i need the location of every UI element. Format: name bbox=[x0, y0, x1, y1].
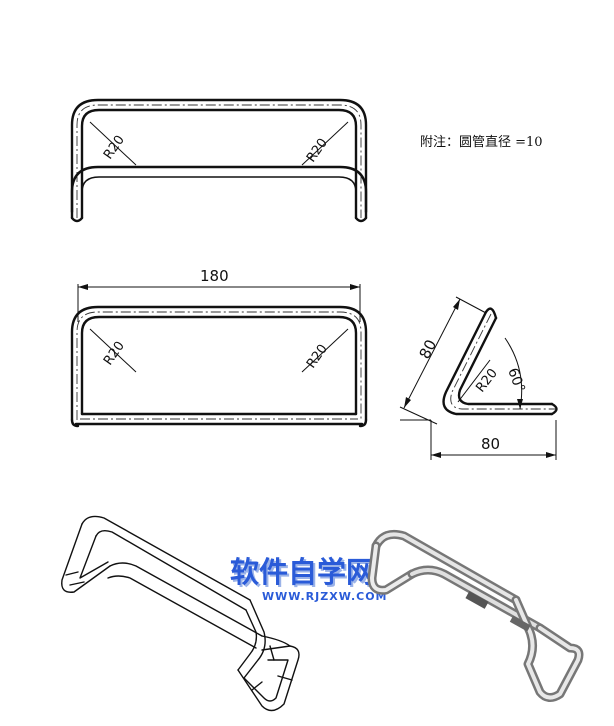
top-view-radius-right: R20 bbox=[304, 136, 331, 166]
side-view-radius: R20 bbox=[473, 366, 501, 395]
top-view: R20 R20 bbox=[70, 98, 368, 223]
watermark-title: 软件自学网 bbox=[230, 555, 375, 589]
top-view-inner-tube bbox=[80, 108, 358, 220]
side-view: 80 80 60° R20 bbox=[399, 296, 558, 460]
front-view-inner-tube bbox=[80, 315, 358, 416]
watermark: 软件自学网 软件自学网 WWW.RJZXW.COM bbox=[230, 555, 388, 603]
front-view: 180 R20 R20 bbox=[70, 267, 368, 428]
front-view-outer-tube bbox=[70, 305, 368, 422]
watermark-title-shadow: 软件自学网 bbox=[232, 557, 377, 591]
rendered-3d-model bbox=[367, 529, 584, 702]
side-view-angle-dim: 60° bbox=[504, 366, 528, 395]
side-view-length-dim: 80 bbox=[416, 337, 441, 362]
top-view-front-rail bbox=[70, 165, 368, 214]
isometric-line-drawing bbox=[61, 515, 300, 712]
top-view-radius-left: R20 bbox=[101, 133, 128, 163]
note-text: 附注：圆管直径 =10 bbox=[420, 135, 543, 150]
watermark-url: WWW.RJZXW.COM bbox=[262, 590, 388, 603]
side-view-tube-inner bbox=[457, 316, 554, 406]
side-view-tube-outer bbox=[442, 310, 554, 416]
front-view-width-dim: 180 bbox=[200, 267, 229, 285]
top-view-outer-tube bbox=[70, 98, 368, 220]
side-view-base-dim: 80 bbox=[481, 435, 500, 453]
